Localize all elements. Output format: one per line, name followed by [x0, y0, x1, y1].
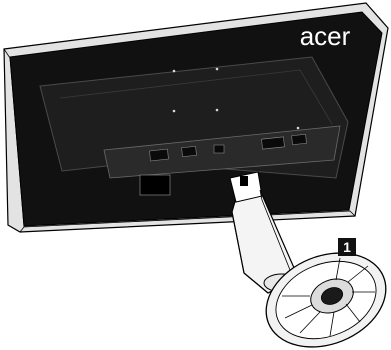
neck-clip [240, 176, 248, 186]
port-block-1 [150, 149, 169, 161]
vesa-hole-3 [173, 110, 176, 113]
port-block-2 [182, 146, 197, 156]
vesa-hole-2 [216, 68, 219, 71]
vesa-hole-4 [216, 109, 219, 112]
step-number: 1 [343, 239, 351, 255]
port-block-3 [262, 137, 285, 149]
screw-dot-5 [297, 127, 300, 130]
port-block-5 [214, 145, 224, 153]
step-badge: 1 [338, 238, 356, 256]
port-block-4 [292, 134, 307, 144]
label-recess [140, 175, 170, 195]
monitor: acer [4, 3, 388, 232]
acer-logo: acer [300, 21, 351, 51]
vesa-hole-1 [173, 70, 176, 73]
